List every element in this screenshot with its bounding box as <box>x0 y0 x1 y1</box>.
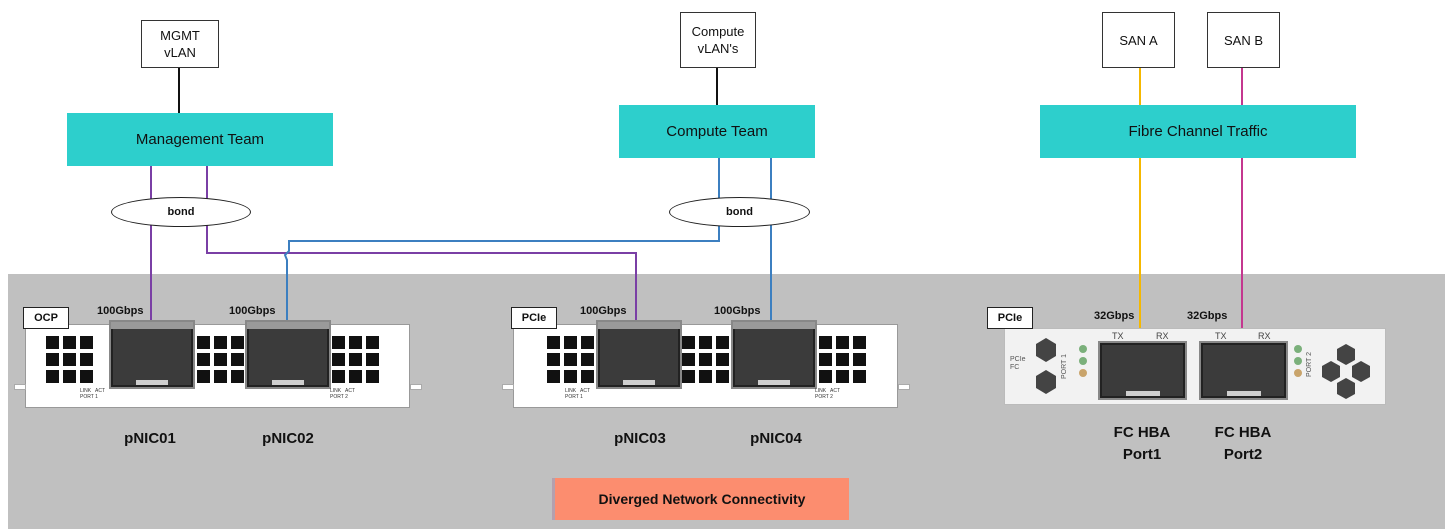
pnic03-port[interactable] <box>596 320 682 389</box>
card-bracket-tab <box>898 384 910 390</box>
pnic02-port[interactable] <box>245 320 331 389</box>
fc1-speed: 32Gbps <box>1094 310 1135 322</box>
fc1-tx-label: TX <box>1112 331 1124 341</box>
port1-led-label: LINK ACT PORT 1 <box>565 388 591 400</box>
pnic01-port[interactable] <box>109 320 195 389</box>
heatsink-grid <box>63 370 76 383</box>
pcie-fc-label: PCIe FC <box>1010 356 1026 371</box>
diagram-legend: Diverged Network Connectivity <box>552 478 849 520</box>
bond-management: bond <box>111 197 251 227</box>
heatsink-grid <box>46 336 93 383</box>
status-led <box>1079 357 1087 365</box>
hex-vent-left <box>1036 338 1056 394</box>
fc2-tx-label: TX <box>1215 331 1227 341</box>
pcie-tag: PCIe <box>511 307 557 329</box>
pnic04-speed: 100Gbps <box>714 305 761 317</box>
fc-hba-port1-label: FC HBA Port1 <box>1113 424 1171 463</box>
pnic03-label: pNIC03 <box>614 430 666 447</box>
mgmt-vlan-box: MGMT vLAN <box>141 20 219 68</box>
port1-side-label: PORT 1 <box>1061 354 1068 380</box>
fc-hba-port2-label: FC HBA Port2 <box>1214 424 1272 463</box>
bond-compute: bond <box>669 197 810 227</box>
pnic04-port[interactable] <box>731 320 817 389</box>
pnic04-label: pNIC04 <box>750 430 802 447</box>
ocp-tag: OCP <box>23 307 69 329</box>
port2-led-label: LINK ACT PORT 2 <box>330 388 356 400</box>
port2-led-label: LINK ACT PORT 2 <box>815 388 841 400</box>
pnic02-speed: 100Gbps <box>229 305 276 317</box>
fibre-channel-team: Fibre Channel Traffic <box>1040 105 1356 158</box>
status-led <box>1294 345 1302 353</box>
compute-vlan-box: Compute vLAN's <box>680 12 756 68</box>
compute-link-pnic02 <box>283 158 720 358</box>
fc2-speed: 32Gbps <box>1187 310 1228 322</box>
heatsink-grid <box>332 336 379 383</box>
card-bracket-tab <box>14 384 26 390</box>
fc-hba-port1[interactable] <box>1098 341 1187 400</box>
card-bracket-tab <box>502 384 514 390</box>
status-led <box>1079 369 1087 377</box>
fc1-rx-label: RX <box>1156 331 1169 341</box>
status-led <box>1294 357 1302 365</box>
management-team: Management Team <box>67 113 333 166</box>
fc-hba-port2[interactable] <box>1199 341 1288 400</box>
port1-led-label: LINK ACT PORT 1 <box>80 388 106 400</box>
heatsink-grid <box>547 336 594 383</box>
fc2-rx-label: RX <box>1258 331 1271 341</box>
card-bracket-tab <box>410 384 422 390</box>
san-b-box: SAN B <box>1207 12 1280 68</box>
pnic01-speed: 100Gbps <box>97 305 144 317</box>
heatsink-grid <box>682 336 729 383</box>
pnic02-label: pNIC02 <box>262 430 314 447</box>
heatsink-grid <box>197 336 244 383</box>
status-led <box>1079 345 1087 353</box>
hba-pcie-tag: PCIe <box>987 307 1033 329</box>
hex-vent-right <box>1322 344 1370 399</box>
heatsink-grid <box>819 336 866 383</box>
pnic03-speed: 100Gbps <box>580 305 627 317</box>
compute-team: Compute Team <box>619 105 815 158</box>
status-led <box>1294 369 1302 377</box>
port2-side-label: PORT 2 <box>1306 352 1313 378</box>
san-a-box: SAN A <box>1102 12 1175 68</box>
pnic01-label: pNIC01 <box>124 430 176 447</box>
